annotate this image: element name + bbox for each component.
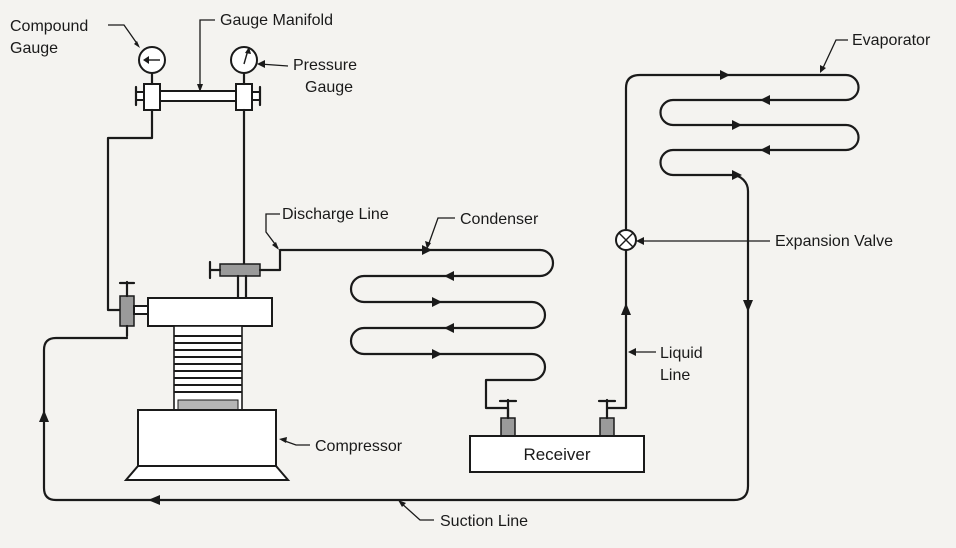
liquid-line-label-line2: Line — [660, 367, 690, 384]
discharge-service-valve — [219, 263, 261, 277]
compound-gauge-hose — [106, 108, 154, 312]
compound-gauge-valve — [143, 83, 161, 111]
gauge-manifold-label: Gauge Manifold — [220, 12, 333, 29]
expansion-valve-icon — [615, 229, 637, 251]
pressure-gauge-icon — [230, 46, 258, 74]
compressor — [118, 260, 291, 481]
compound-gauge-label-line2: Gauge — [10, 40, 58, 57]
liquid-line-label-line1: Liquid — [660, 345, 703, 362]
receiver-outlet-valve — [599, 417, 615, 437]
gauge-manifold-bar — [157, 90, 239, 102]
condenser-coil — [349, 248, 555, 420]
compound-gauge-icon — [138, 46, 166, 74]
receiver-inlet-valve — [500, 417, 516, 437]
discharge-line-label: Discharge Line — [282, 206, 389, 223]
suction-line-flow-arrow — [148, 495, 160, 505]
pressure-gauge-label-line2: Gauge — [305, 79, 353, 96]
condenser-label: Condenser — [460, 211, 539, 228]
gauge-manifold-assembly — [106, 46, 262, 312]
compressor-cylinder-fins — [173, 325, 243, 411]
pressure-gauge-valve — [235, 83, 253, 111]
compressor-label: Compressor — [315, 438, 403, 455]
pressure-gauge-label-line1: Pressure — [293, 57, 357, 74]
expansion-valve-label: Expansion Valve — [775, 233, 893, 250]
suction-riser-flow-arrow — [39, 410, 49, 422]
leader-lines — [108, 19, 848, 521]
receiver-label: Receiver — [523, 445, 590, 464]
evaporator-label: Evaporator — [852, 32, 931, 49]
evaporator-outlet-flow-arrow — [743, 300, 753, 312]
receiver-tank — [469, 435, 645, 473]
compressor-head — [147, 297, 273, 327]
compressor-foot — [123, 465, 291, 481]
condenser-flow-arrows — [422, 245, 454, 359]
discharge-line — [258, 248, 542, 272]
receiver: Receiver — [469, 398, 645, 473]
liquid-line — [605, 248, 628, 410]
compressor-base — [137, 409, 277, 467]
compound-gauge-label-line1: Compound — [10, 18, 88, 35]
suction-line-label: Suction Line — [440, 513, 528, 530]
suction-service-valve — [119, 295, 135, 327]
liquid-line-flow-arrow — [621, 303, 631, 315]
evaporator-coil — [42, 73, 860, 502]
evaporator-flow-arrows — [720, 70, 770, 180]
